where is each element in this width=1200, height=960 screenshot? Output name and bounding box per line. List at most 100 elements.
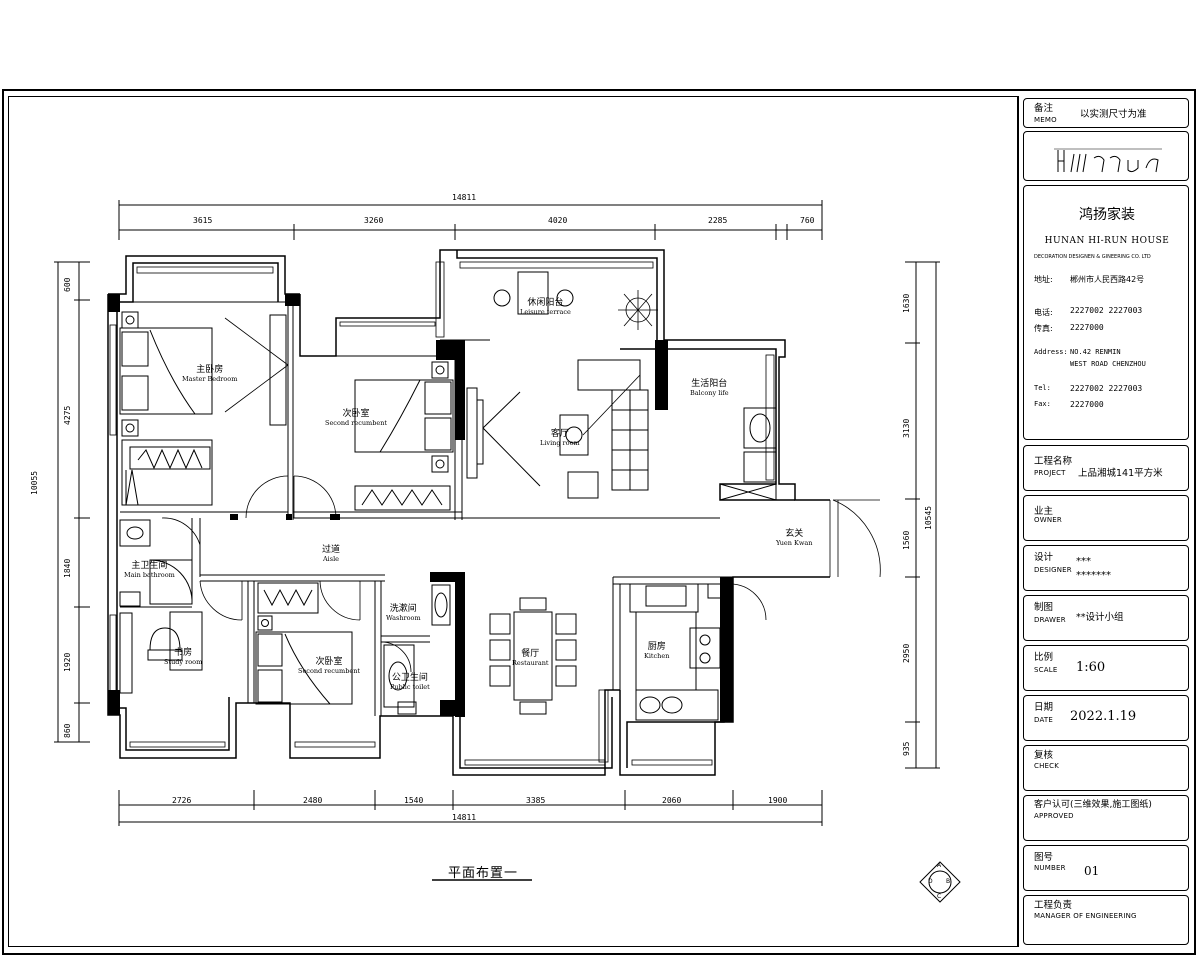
room-public-toilet: 公卫生间 Public toilet	[390, 673, 430, 691]
dim-right-5: 935	[902, 741, 911, 756]
address-cn: 郴州市人民西路42号	[1070, 275, 1145, 284]
designer-label-en: DESIGNER	[1034, 566, 1072, 574]
room-balcony-life: 生活阳台 Balcony life	[690, 379, 729, 397]
room-second-bedroom-1: 次卧室 Second recumbent	[325, 409, 388, 427]
number-label-en: NUMBER	[1034, 864, 1066, 872]
number-box: 图号 NUMBER 01	[1023, 845, 1189, 891]
dim-right-1: 1630	[902, 293, 911, 313]
address-en-line1: NO.42 RENMIN	[1070, 348, 1121, 356]
memo-label-cn: 备注	[1034, 103, 1054, 114]
project-box: 工程名称 PROJECT 上品湘城141平方米	[1023, 445, 1189, 491]
plan-area-border	[8, 96, 1018, 947]
second-bed-2	[255, 615, 353, 705]
compass-letter-b: B	[946, 878, 951, 885]
fax-label-cn: 传真:	[1034, 324, 1053, 333]
scale-label-cn: 比例	[1034, 652, 1054, 663]
check-label-cn: 复核	[1034, 750, 1054, 761]
tel-label-en: Tel:	[1034, 384, 1051, 392]
dim-top-5: 760	[800, 216, 815, 225]
approved-box: 客户认可(三维效果,施工图纸) APPROVED	[1023, 795, 1189, 841]
approved-label-en: APPROVED	[1034, 812, 1074, 820]
compass-letter-d: D	[928, 878, 933, 885]
room-second-bedroom-2: 次卧室 Second recumbent	[298, 657, 361, 675]
dim-left-5: 860	[63, 723, 72, 738]
dim-top-3: 4020	[548, 216, 568, 225]
project-label-cn: 工程名称	[1034, 456, 1073, 467]
balcony-fixtures	[719, 407, 777, 501]
interior-walls	[120, 301, 733, 716]
dim-bottom-1: 2726	[172, 796, 192, 805]
dim-bottom-6: 1900	[768, 796, 788, 805]
dining-furniture	[489, 597, 577, 715]
dim-left-4: 1920	[63, 652, 72, 672]
dim-bottom-total: 14811	[452, 813, 477, 822]
terrace-furniture	[493, 271, 658, 330]
dim-left-1: 600	[63, 277, 72, 292]
tel-cn: 2227002 2227003	[1070, 306, 1143, 315]
company-logo	[1054, 148, 1162, 173]
dim-bottom-4: 3385	[526, 796, 546, 805]
master-bed	[119, 311, 213, 437]
room-aisle: 过道 Aisle	[322, 545, 341, 563]
drawer-box: 制图 DRAWER **设计小组	[1023, 595, 1189, 641]
dim-right-3: 1560	[902, 530, 911, 550]
room-main-bathroom: 主卫生间 Main bathroom	[124, 561, 175, 579]
title-block-column	[1018, 96, 1192, 947]
manager-label-cn: 工程负责	[1034, 900, 1073, 911]
bathroom-fixtures	[119, 519, 451, 715]
project-value: 上品湘城141平方米	[1078, 468, 1163, 479]
address-label-en: Address:	[1034, 348, 1068, 356]
room-leisure-terrace: 休闲阳台 Leisure terrace	[520, 298, 571, 316]
check-box: 复核 CHECK	[1023, 745, 1189, 791]
dim-right-2: 3130	[902, 418, 911, 438]
approved-label-cn: 客户认可(三维效果,施工图纸)	[1034, 800, 1152, 810]
compass-letter-a: A	[937, 862, 942, 869]
manager-label-en: MANAGER OF ENGINEERING	[1034, 912, 1137, 920]
dim-top-2: 3260	[364, 216, 384, 225]
room-master-bedroom: 主卧房 Master Bedroom	[182, 365, 238, 383]
number-label-cn: 图号	[1034, 852, 1054, 863]
structural-columns	[108, 294, 733, 722]
project-label-en: PROJECT	[1034, 469, 1066, 477]
designer-value: ***	[1076, 556, 1091, 567]
company-name-en: HUNAN HI-RUN HOUSE	[1044, 236, 1170, 246]
scale-value: 1:60	[1076, 660, 1106, 675]
room-washroom: 洗漱间 Washroom	[386, 604, 421, 622]
second-bed-1	[354, 361, 454, 473]
tel-label-cn: 电话:	[1034, 308, 1053, 317]
dim-top-total: 14811	[452, 193, 477, 202]
memo-box: 备注 MEMO 以实测尺寸为准	[1023, 98, 1189, 128]
compass-letter-c: C	[937, 893, 942, 900]
room-kitchen: 厨房 Kitchen	[644, 642, 670, 660]
company-subtitle: DECORATION DESIGNEN & GINEERING CO. LTD	[1034, 254, 1151, 260]
logo-box	[1023, 131, 1189, 181]
room-living-room: 客厅 Living room	[540, 429, 580, 447]
plan-caption: 平面布置一	[448, 866, 519, 881]
floor-plan	[54, 200, 961, 903]
kitchen-furniture	[629, 583, 723, 721]
dim-left-3: 1840	[63, 558, 72, 578]
owner-label-en: OWNER	[1034, 516, 1062, 524]
dim-bottom-2: 2480	[303, 796, 323, 805]
dim-left-2: 4275	[63, 405, 72, 425]
room-entrance: 玄关 Yuen Kwan	[776, 529, 813, 547]
dim-bottom-3: 1540	[404, 796, 424, 805]
company-info-box: 鸿扬家装 HUNAN HI-RUN HOUSE DECORATION DESIG…	[1023, 185, 1189, 440]
light-markers	[224, 317, 641, 436]
dim-right-total: 10545	[924, 505, 933, 530]
address-label-cn: 地址:	[1034, 275, 1053, 284]
manager-box: 工程负责 MANAGER OF ENGINEERING	[1023, 895, 1189, 945]
number-value: 01	[1084, 864, 1100, 878]
drawer-label-en: DRAWER	[1034, 616, 1066, 624]
tel-en: 2227002 2227003	[1070, 384, 1143, 393]
scale-label-en: SCALE	[1034, 666, 1058, 674]
company-name-cn: 鸿扬家装	[1079, 207, 1135, 223]
dim-right-4: 2950	[902, 643, 911, 663]
date-label-cn: 日期	[1034, 702, 1054, 713]
room-study: 书房 Study room	[164, 648, 203, 666]
fax-label-en: Fax:	[1034, 400, 1051, 408]
drawer-label-cn: 制图	[1034, 602, 1054, 613]
dim-top-4: 2285	[708, 216, 728, 225]
north-compass	[919, 861, 961, 903]
date-box: 日期 DATE 2022.1.19	[1023, 695, 1189, 741]
